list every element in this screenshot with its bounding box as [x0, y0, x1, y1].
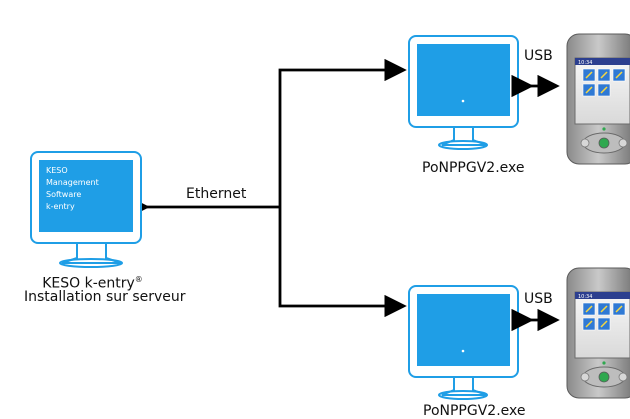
server-label-line-1: KESO k-entry® — [25, 272, 160, 292]
pda-time-top: 10:34 — [578, 60, 592, 66]
pda-app-icons-bottom — [582, 302, 626, 331]
server-screen-line-3: Software — [46, 190, 82, 199]
client-exe-label-bottom: PoNPPGV2.exe — [423, 403, 526, 419]
server-screen-line-2: Management — [46, 178, 99, 187]
server-monitor — [30, 151, 142, 268]
usb-label-bottom: USB — [524, 291, 553, 307]
server-screen-line-4: k-entry — [46, 202, 75, 211]
pda-time-bottom: 10:34 — [578, 294, 592, 300]
client-monitor-top — [408, 35, 519, 150]
registered-mark: ® — [134, 275, 143, 284]
server-screen-line-1: KESO — [46, 166, 68, 175]
server-label-text: KESO k-entry — [42, 275, 135, 292]
ethernet-label: Ethernet — [186, 186, 247, 202]
pda-app-icons-top — [582, 68, 626, 97]
pda-device-top: 10:34 — [566, 33, 630, 165]
usb-label-top: USB — [524, 48, 553, 64]
client-monitor-bottom — [408, 285, 519, 400]
pda-device-bottom: 10:34 — [566, 267, 630, 399]
client-exe-label-top: PoNPPGV2.exe — [422, 160, 525, 176]
ethernet-lines — [127, 58, 407, 318]
server-label-line-2: Installation sur serveur — [24, 289, 186, 305]
